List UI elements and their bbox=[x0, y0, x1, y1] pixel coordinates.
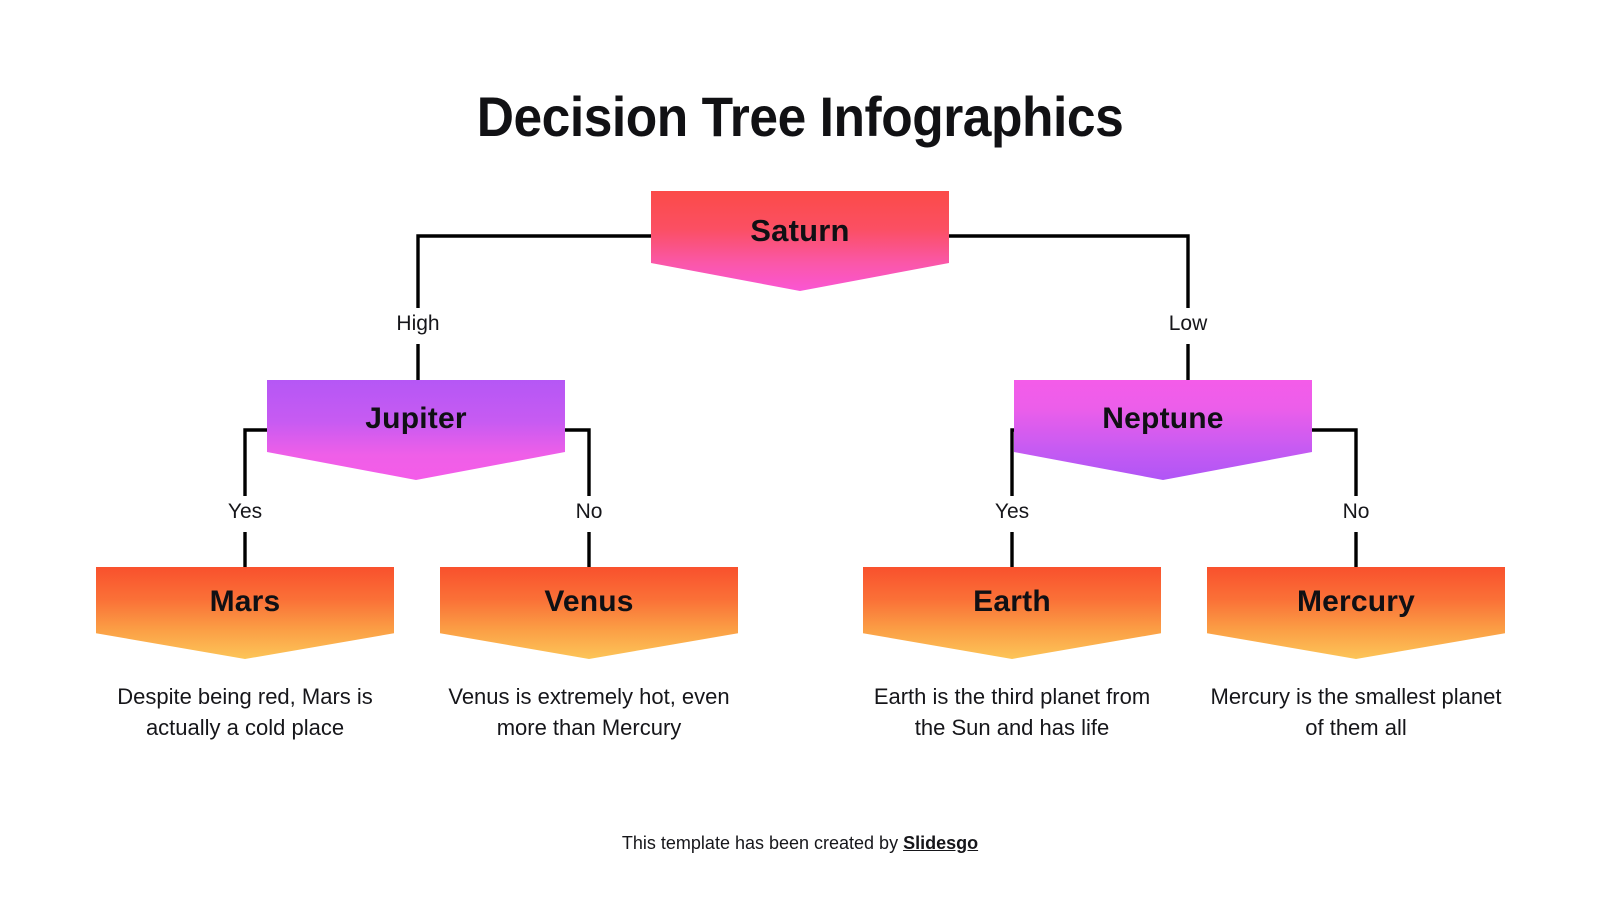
description-venus: Venus is extremely hot, even more than M… bbox=[448, 684, 730, 741]
edge-neptune-to-earth bbox=[1010, 428, 1014, 496]
node-jupiter[interactable]: Jupiter bbox=[267, 380, 565, 480]
footer-credit: This template has been created by Slides… bbox=[0, 833, 1600, 854]
footer-credit-text: This template has been created by bbox=[621, 833, 904, 853]
edge-root-to-neptune bbox=[949, 234, 1190, 308]
node-venus-label: Venus bbox=[544, 585, 634, 618]
edge-label-high: High bbox=[396, 312, 440, 335]
edge-label-neptune-yes: Yes bbox=[994, 500, 1030, 523]
node-mercury-label: Mercury bbox=[1296, 585, 1416, 618]
node-mars-label: Mars bbox=[209, 585, 281, 618]
node-venus[interactable]: Venus bbox=[440, 567, 738, 659]
description-mars: Despite being red, Mars is actually a co… bbox=[117, 684, 373, 741]
edge-root-to-jupiter bbox=[416, 234, 651, 308]
node-neptune[interactable]: Neptune bbox=[1014, 380, 1312, 480]
node-earth-label: Earth bbox=[973, 585, 1051, 618]
edge-jupiter-to-venus bbox=[565, 428, 591, 496]
node-saturn[interactable]: Saturn bbox=[651, 191, 949, 291]
edge-neptune-to-mercury bbox=[1312, 428, 1358, 496]
node-saturn-label: Saturn bbox=[750, 213, 850, 248]
edge-label-jupiter-no: No bbox=[575, 500, 603, 523]
edge-label-neptune-no: No bbox=[1342, 500, 1370, 523]
edge-label-jupiter-yes: Yes bbox=[227, 500, 263, 523]
node-mars[interactable]: Mars bbox=[96, 567, 394, 659]
edge-label-low: Low bbox=[1168, 312, 1208, 335]
node-jupiter-label: Jupiter bbox=[365, 402, 467, 435]
edge-jupiter-to-mars bbox=[243, 428, 267, 496]
node-neptune-label: Neptune bbox=[1102, 402, 1224, 435]
node-mercury[interactable]: Mercury bbox=[1207, 567, 1505, 659]
footer-brand-link[interactable]: Slidesgo bbox=[903, 833, 979, 853]
description-earth: Earth is the third planet from the Sun a… bbox=[873, 684, 1151, 741]
description-mercury: Mercury is the smallest planet of them a… bbox=[1210, 684, 1502, 741]
page-title: Decision Tree Infographics bbox=[476, 85, 1124, 148]
node-earth[interactable]: Earth bbox=[863, 567, 1161, 659]
